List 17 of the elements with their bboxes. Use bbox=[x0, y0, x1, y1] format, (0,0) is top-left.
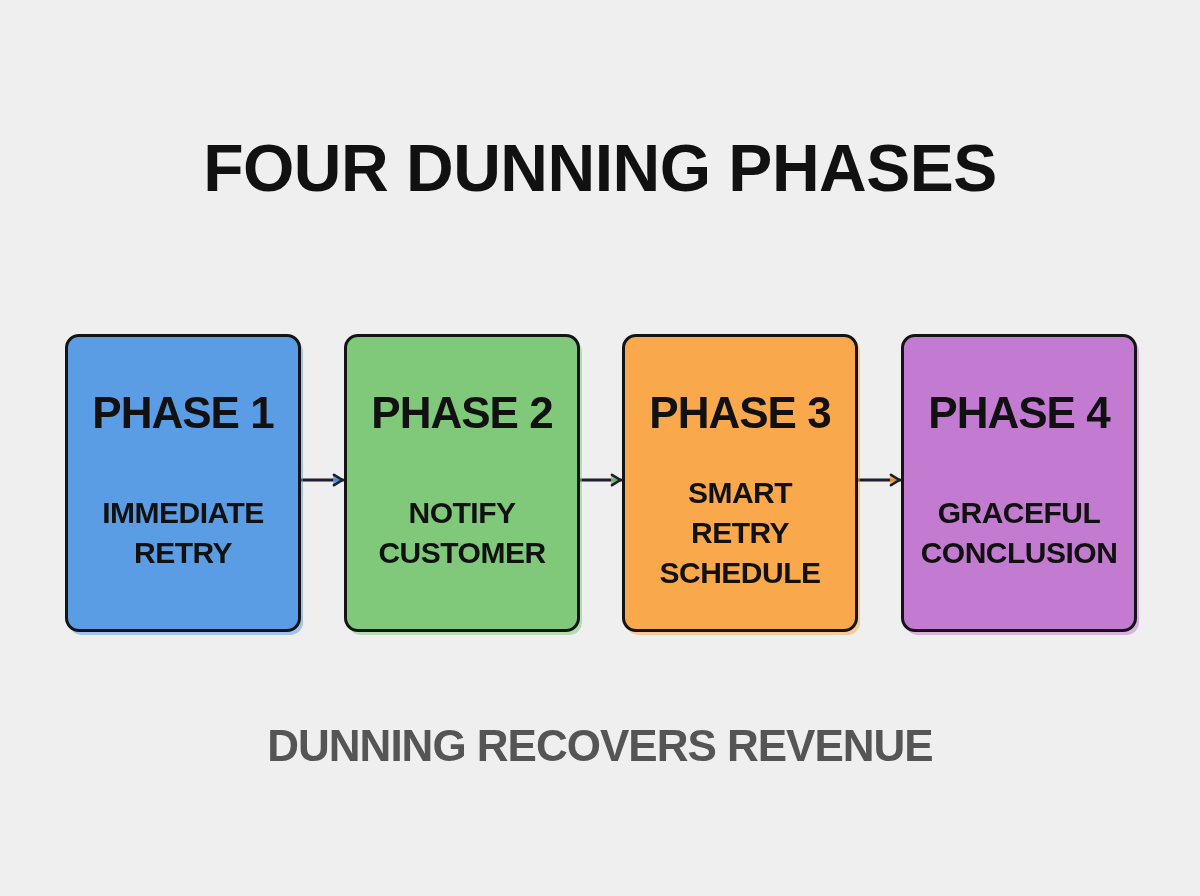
arrow bbox=[299, 473, 345, 487]
diagram-title: FOUR DUNNING PHASES bbox=[203, 132, 997, 205]
phase-description: NOTIFY CUSTOMER bbox=[377, 495, 547, 572]
phase-card bbox=[901, 334, 1137, 632]
phase-description: IMMEDIATE RETRY bbox=[101, 495, 265, 572]
phase-description: GRACEFUL CONCLUSION bbox=[919, 495, 1119, 572]
phase-heading: PHASE 4 bbox=[928, 389, 1110, 438]
phase-card bbox=[65, 334, 301, 632]
phase-card bbox=[622, 334, 858, 632]
phase-description: SMART RETRY SCHEDULE bbox=[658, 475, 822, 592]
caption-text: DUNNING RECOVERS REVENUE bbox=[267, 722, 933, 771]
phase-heading: PHASE 3 bbox=[649, 389, 831, 438]
arrow bbox=[856, 473, 902, 487]
phase-heading: PHASE 2 bbox=[371, 389, 553, 438]
phase-card bbox=[344, 334, 580, 632]
phase-heading: PHASE 1 bbox=[92, 389, 274, 438]
arrow bbox=[578, 473, 623, 487]
